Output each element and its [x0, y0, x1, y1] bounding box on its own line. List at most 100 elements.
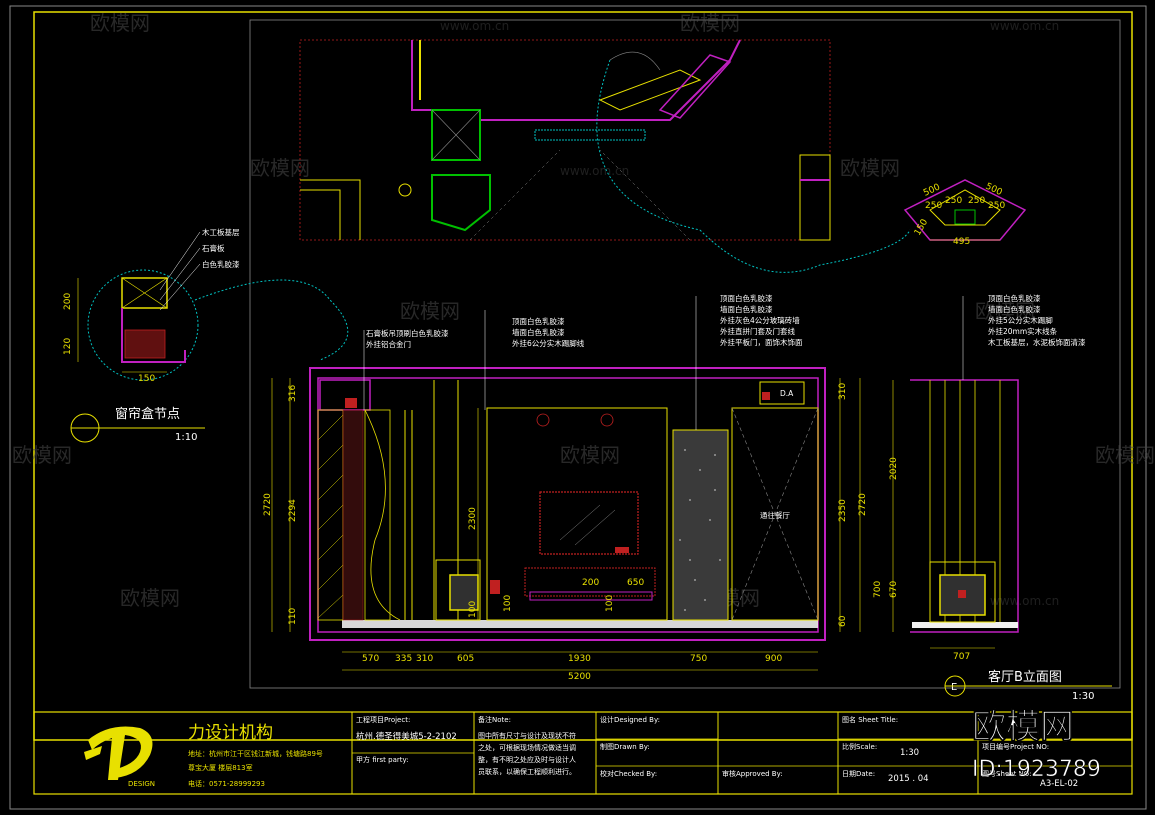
- scale-label: 比例Scale:: [842, 742, 877, 751]
- stamp-brand: 欧模网: [972, 707, 1074, 747]
- main-elevation: 200 650 100 100 通往餐厅 D.A: [309, 367, 826, 641]
- approved-label: 审核Approved By:: [722, 769, 783, 778]
- dim-left: 316: [288, 385, 298, 402]
- dim-bottom: 570: [362, 654, 379, 664]
- plan-dim: 495: [953, 237, 970, 247]
- side-dim: 700: [873, 581, 883, 598]
- side-note: 顶面白色乳胶漆: [988, 293, 1041, 303]
- side-note: 墙面白色乳胶漆: [988, 304, 1041, 314]
- dim-left: 2720: [263, 493, 273, 516]
- curtain-box-detail: 200 120 150 木工板基层 石膏板 白色乳胶漆 窗帘盒节点 1:10: [63, 227, 240, 443]
- side-note: 木工板基层，水泥板饰面清漆: [988, 337, 1086, 347]
- watermark-brand: 欧模网: [400, 299, 460, 323]
- checked-label: 校对Checked By:: [600, 769, 657, 778]
- note-line: 之处，可根据现场情况做适当调: [478, 743, 576, 752]
- detail-dim: 150: [138, 374, 155, 384]
- scale-value: 1:30: [900, 748, 919, 758]
- elevation-title: 客厅B立面图: [988, 669, 1062, 685]
- main-notes-mid: 顶面白色乳胶漆 墙面白色乳胶漆 外挂6公分实木踢脚线: [484, 310, 585, 410]
- watermark-brand: 欧模网: [1095, 443, 1155, 467]
- note-label: 备注Note:: [478, 715, 511, 724]
- dim-bottom: 900: [765, 654, 782, 664]
- furniture-dim: 200: [582, 578, 599, 588]
- note-line: 员联系，以确保工程顺利进行。: [478, 767, 576, 776]
- plan-view: [299, 39, 831, 241]
- side-note: 外挂20mm实木线条: [988, 326, 1058, 336]
- dim-left: 110: [288, 608, 298, 625]
- dim-bottom: 1930: [568, 654, 591, 664]
- drawing-border: [33, 11, 1133, 741]
- company-logo: DESIGN: [84, 726, 155, 788]
- party-label: 甲方 first party:: [356, 755, 408, 764]
- detail-dim: 120: [63, 338, 73, 355]
- note-text: 外挂灰色4公分玻璃砖墙: [720, 315, 800, 325]
- leader-curve: [194, 279, 349, 361]
- dim-inner: 2300: [468, 507, 478, 530]
- watermark-url: www.om.cn: [440, 19, 509, 33]
- door-label: 通往餐厅: [760, 510, 790, 520]
- plan-dim: 250: [968, 196, 985, 206]
- furniture-dim: 100: [503, 595, 513, 612]
- dim-right: 2720: [858, 493, 868, 516]
- inner-frame: [249, 19, 1121, 689]
- side-dim: 2020: [889, 457, 899, 480]
- dim-total: 5200: [568, 672, 591, 682]
- plan-corner-detail: 500 500 250 250 250 250 495 150: [903, 179, 1027, 247]
- watermark-brand: 欧模网: [840, 156, 900, 180]
- note-line: 图中所有尺寸与设计及现状不符: [478, 731, 576, 740]
- dim-left: 2294: [288, 499, 298, 522]
- note-text: 顶面白色乳胶漆: [720, 293, 773, 303]
- watermark-brand: 欧模网: [90, 11, 150, 35]
- svg-text:E: E: [951, 682, 957, 693]
- watermark-layer: 欧模网 www.om.cn 欧模网 www.om.cn 欧模网 www.om.c…: [12, 11, 1155, 610]
- dim-bottom: 605: [457, 654, 474, 664]
- watermark-url: www.om.cn: [560, 164, 629, 178]
- box-label: D.A: [780, 389, 794, 398]
- dim-right: 60: [838, 615, 848, 627]
- plan-dim: 500: [984, 182, 1004, 198]
- furniture-dim: 650: [627, 578, 644, 588]
- watermark-url: www.om.cn: [990, 19, 1059, 33]
- company-name: 力设计机构: [188, 723, 273, 743]
- detail-title: 窗帘盒节点: [115, 406, 180, 422]
- stamp-id: ID:1923789: [972, 757, 1101, 782]
- plan-column: [431, 109, 481, 161]
- designed-label: 设计Designed By:: [600, 715, 660, 724]
- watermark-brand: 欧模网: [680, 11, 740, 35]
- leader-curve: [699, 229, 911, 273]
- dim-bottom: 310: [416, 654, 433, 664]
- detail-dim: 200: [63, 293, 73, 310]
- note-text: 顶面白色乳胶漆: [512, 316, 565, 326]
- main-notes-right: 顶面白色乳胶漆 墙面白色乳胶漆 外挂灰色4公分玻璃砖墙 外挂直拼门套及门套线 外…: [695, 293, 803, 430]
- dim-right: 2350: [838, 499, 848, 522]
- watermark-brand: 欧模网: [120, 586, 180, 610]
- company-address: 地址：杭州市江干区钱江新城，钱塘路89号: [188, 749, 323, 758]
- plan-dim: 150: [913, 217, 930, 237]
- note-text: 墙面白色乳胶漆: [512, 327, 565, 337]
- company-phone: 电话：0571-28999293: [188, 779, 265, 788]
- watermark-brand: 欧模网: [560, 443, 620, 467]
- side-dim: 707: [953, 652, 970, 662]
- side-elevation: 2020 700 670 707 顶面白色乳胶漆 墙面白色乳胶漆 外挂5公分实木…: [873, 293, 1086, 662]
- plan-dim: 250: [925, 201, 942, 211]
- date-value: 2015 . 04: [888, 774, 929, 784]
- outer-frame: [9, 5, 1147, 810]
- note-text: 石膏板吊顶刷白色乳胶漆: [366, 328, 449, 338]
- plan-dim: 250: [988, 201, 1005, 211]
- detail-scale: 1:10: [175, 432, 197, 443]
- dim-bottom: 335: [395, 654, 412, 664]
- sheet-title-label: 图名 Sheet Title:: [842, 715, 898, 724]
- project-value: 杭州.德圣得美城5-2-2102: [356, 731, 457, 742]
- stone-column: [672, 429, 729, 621]
- watermark-stamp: 欧模网 ID:1923789: [972, 707, 1101, 783]
- elevation-title-block: E 客厅B立面图 1:30: [944, 669, 1112, 702]
- furniture-dim: 100: [605, 595, 615, 612]
- detail-note: 白色乳胶漆: [202, 259, 240, 269]
- note-line: 整，有不明之处应及时与设计人: [478, 755, 576, 764]
- detail-note: 石膏板: [202, 243, 225, 253]
- main-notes-left: 石膏板吊顶刷白色乳胶漆 外挂铝合金门: [363, 328, 449, 410]
- dim-inner: 100: [468, 601, 478, 618]
- main-dimensions: 316 2720 2294 110 2300 100 310 2350 2720…: [263, 378, 868, 682]
- sheet-no-value: A3-EL-02: [1040, 779, 1078, 789]
